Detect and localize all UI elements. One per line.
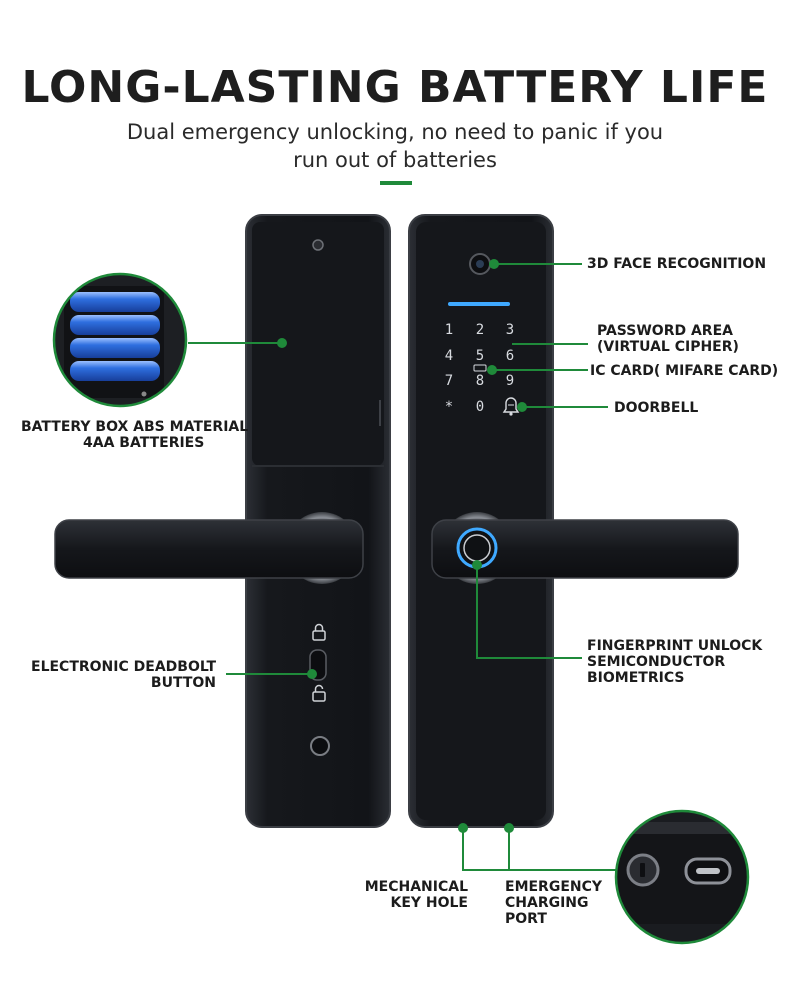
key-6[interactable]: 6	[506, 348, 514, 364]
key-9[interactable]: 9	[506, 373, 514, 389]
subtitle-line-2: run out of batteries	[293, 148, 497, 172]
card-reader-icon	[473, 364, 487, 372]
deadbolt-unlock-icon	[312, 684, 326, 702]
key-2[interactable]: 2	[476, 322, 484, 338]
leader-dots	[277, 259, 527, 833]
status-light-bar	[448, 302, 510, 306]
battery-cell-icon	[70, 361, 160, 381]
key-8[interactable]: 8	[476, 373, 484, 389]
battery-cell-icon	[70, 315, 160, 335]
label-fingerprint: FINGERPRINT UNLOCK SEMICONDUCTOR BIOMETR…	[587, 638, 763, 686]
front-panel: 1 2 3 4 5 6 7 8 9 * 0	[408, 214, 739, 828]
label-password-area: PASSWORD AREA (VIRTUAL CIPHER)	[597, 323, 739, 355]
virtual-keypad[interactable]: 1 2 3 4 5 6 7 8 9 * 0	[445, 322, 514, 415]
label-face-recognition: 3D FACE RECOGNITION	[587, 256, 767, 272]
page-subtitle: Dual emergency unlocking, no need to pan…	[95, 118, 695, 174]
battery-cell-icon	[70, 292, 160, 312]
key-1[interactable]: 1	[445, 322, 453, 338]
key-3[interactable]: 3	[506, 322, 514, 338]
rear-panel	[54, 214, 391, 828]
leader-lines	[188, 263, 616, 871]
doorbell-icon[interactable]	[502, 397, 520, 416]
battery-cell-icon	[70, 338, 160, 358]
key-7[interactable]: 7	[445, 373, 453, 389]
label-battery-box: BATTERY BOX ABS MATERIAL 4AA BATTERIES	[21, 419, 249, 451]
charging-port-callout	[614, 809, 750, 945]
key-5[interactable]: 5	[476, 348, 484, 364]
key-0[interactable]: 0	[476, 399, 484, 415]
key-star[interactable]: *	[445, 399, 453, 415]
page-title: LONG-LASTING BATTERY LIFE	[21, 62, 769, 113]
key-4[interactable]: 4	[445, 348, 453, 364]
label-key-hole: MECHANICAL KEY HOLE	[364, 879, 468, 911]
subtitle-line-1: Dual emergency unlocking, no need to pan…	[126, 120, 664, 144]
label-ic-card: IC CARD( MIFARE CARD)	[590, 363, 779, 379]
rear-screw-icon	[310, 736, 330, 756]
deadbolt-lock-icon	[312, 623, 326, 641]
title-divider	[380, 181, 412, 185]
label-charging-port: EMERGENCY CHARGING PORT	[505, 879, 603, 927]
label-deadbolt: ELECTRONIC DEADBOLT BUTTON	[31, 659, 216, 691]
battery-callout	[52, 272, 188, 408]
label-doorbell: DOORBELL	[614, 400, 699, 416]
